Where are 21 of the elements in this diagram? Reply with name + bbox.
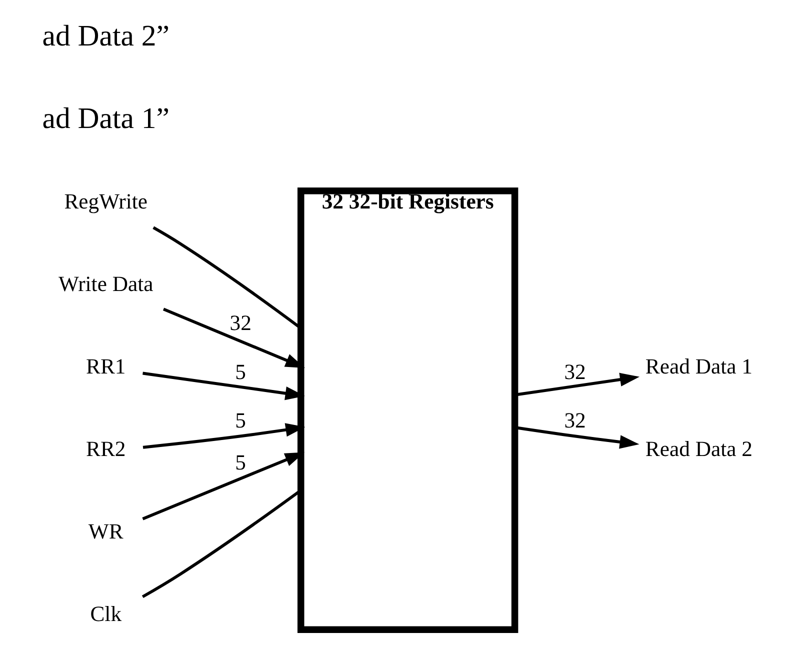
arrow bbox=[162, 308, 305, 368]
edge-label: 32 bbox=[564, 360, 586, 384]
edge-label: 32 bbox=[230, 311, 252, 336]
edge-label: 5 bbox=[235, 408, 246, 433]
arrow bbox=[142, 372, 305, 400]
node-text: Read Data 2 bbox=[645, 437, 752, 462]
node-text: RR1 bbox=[86, 354, 126, 378]
node-box: 32 32-bit Registers bbox=[297, 188, 518, 633]
node-text: WR bbox=[88, 520, 124, 544]
edge-label: 32 bbox=[564, 408, 586, 433]
node-text: Write Data bbox=[58, 272, 154, 296]
edge-label: 5 bbox=[235, 450, 246, 475]
arrow bbox=[142, 452, 305, 520]
node-text: RR2 bbox=[86, 437, 126, 462]
node-text: Read Data 1 bbox=[645, 354, 752, 378]
arrow bbox=[142, 423, 306, 449]
node-text: Clk bbox=[90, 602, 122, 626]
edge-label: 5 bbox=[235, 360, 246, 384]
label: ad Data 2” bbox=[42, 20, 170, 52]
label: ad Data 1” bbox=[42, 102, 170, 136]
node-text: RegWrite bbox=[64, 189, 148, 214]
